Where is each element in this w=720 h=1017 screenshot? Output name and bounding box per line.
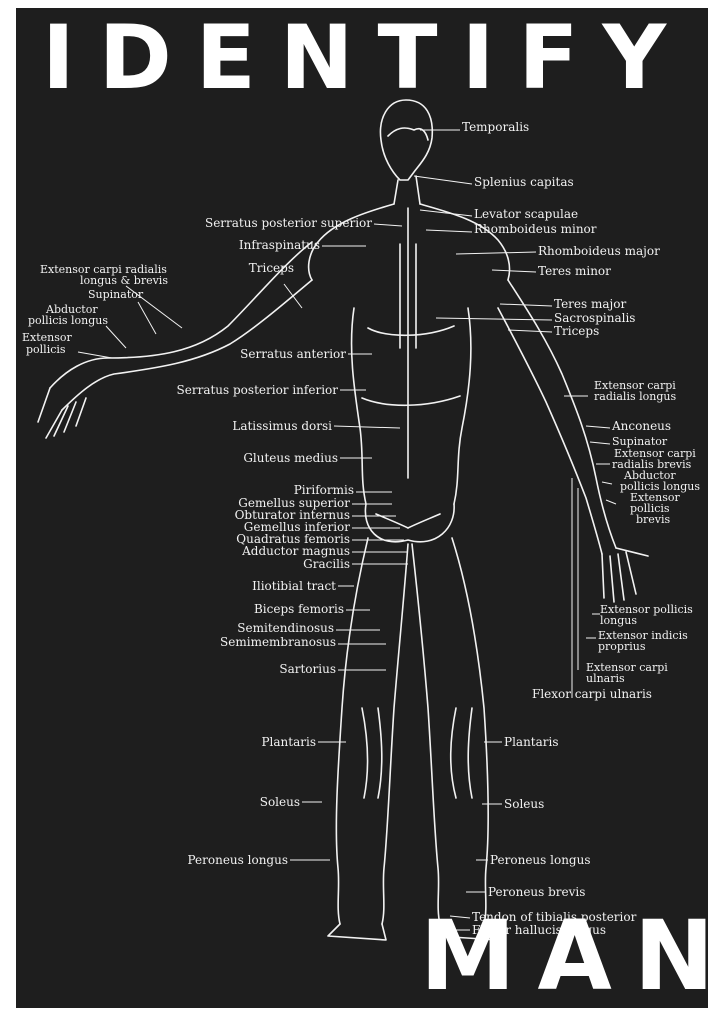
poster-board: IDENTIFY: [16, 8, 708, 1008]
label-ext-carpi-ulnaris-2: ulnaris: [586, 673, 625, 684]
label-peroneus-brevis: Peroneus brevis: [488, 886, 585, 898]
muscle-figure-illustration: [16, 8, 708, 1008]
label-ext-carpi-radialis-longus-2: radialis longus: [594, 391, 676, 402]
label-iliotibial-tract: Iliotibial tract: [252, 580, 336, 592]
label-levator-scapulae: Levator scapulae: [474, 208, 578, 220]
label-serratus-anterior: Serratus anterior: [240, 348, 346, 360]
label-ext-pollicis-longus-2: longus: [600, 615, 637, 626]
label-semimembranosus: Semimembranosus: [220, 636, 336, 648]
label-biceps-femoris: Biceps femoris: [254, 603, 344, 615]
label-abductor-2: pollicis longus: [28, 315, 108, 326]
label-plantaris-right: Plantaris: [504, 736, 559, 748]
label-peroneus-longus-right: Peroneus longus: [490, 854, 591, 866]
label-semitendinosus: Semitendinosus: [237, 622, 334, 634]
label-teres-major: Teres major: [554, 298, 626, 310]
label-rhomboideus-major: Rhomboideus major: [538, 245, 660, 257]
label-sartorius: Sartorius: [279, 663, 336, 675]
label-peroneus-longus-left: Peroneus longus: [188, 854, 289, 866]
label-supinator-right: Supinator: [612, 436, 667, 447]
label-ext-carpi-radialis-2: longus & brevis: [80, 275, 168, 286]
label-soleus-right: Soleus: [504, 798, 544, 810]
label-plantaris-left: Plantaris: [261, 736, 316, 748]
label-ext-pollicis-brevis-3: brevis: [636, 514, 670, 525]
label-gracilis: Gracilis: [303, 558, 350, 570]
label-flexor-carpi-ulnaris: Flexor carpi ulnaris: [532, 688, 652, 700]
label-latissimus-dorsi: Latissimus dorsi: [232, 420, 332, 432]
label-gluteus-medius: Gluteus medius: [243, 452, 338, 464]
label-infraspinatus: Infraspinatus: [239, 239, 320, 251]
label-anconeus: Anconeus: [612, 420, 671, 432]
label-extensor-pollicis-2: pollicis: [26, 344, 66, 355]
label-triceps-right: Triceps: [554, 325, 599, 337]
label-piriformis: Piriformis: [294, 484, 354, 496]
label-triceps-left: Triceps: [249, 262, 294, 274]
label-rhomboideus-minor: Rhomboideus minor: [474, 223, 597, 235]
label-teres-minor: Teres minor: [538, 265, 611, 277]
label-sacrospinalis: Sacrospinalis: [554, 312, 635, 324]
label-serratus-posterior-superior: Serratus posterior superior: [205, 217, 372, 229]
label-supinator-left: Supinator: [88, 289, 143, 300]
poster-title-bottom: MAN: [420, 908, 708, 1004]
label-ext-indicis-2: proprius: [598, 641, 645, 652]
label-soleus-left: Soleus: [260, 796, 300, 808]
label-adductor-magnus: Adductor magnus: [242, 545, 350, 557]
label-temporalis: Temporalis: [462, 121, 529, 133]
label-serratus-posterior-inferior: Serratus posterior inferior: [177, 384, 338, 396]
label-splenius-capitas: Splenius capitas: [474, 176, 574, 188]
label-extensor-pollicis-1: Extensor: [22, 332, 72, 343]
